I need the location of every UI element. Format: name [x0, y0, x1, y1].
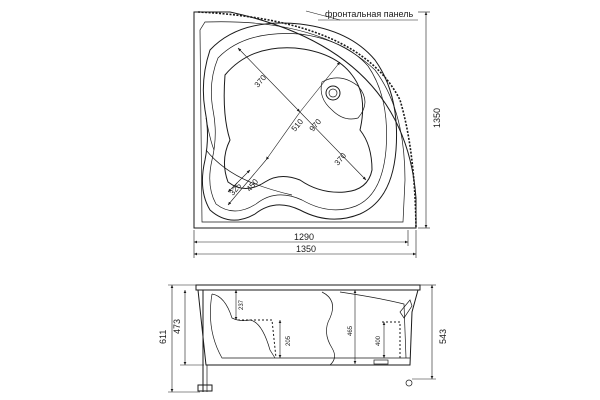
side-foot-left	[197, 384, 213, 392]
dim-line-370-upper	[237, 47, 301, 113]
side-foot-right	[405, 379, 413, 387]
side-overflow	[399, 299, 413, 319]
side-rim	[195, 284, 421, 291]
side-bowl-profile	[210, 293, 410, 359]
label-dim-465: 465	[348, 325, 354, 336]
label-dim-611: 611	[158, 330, 168, 344]
label-dim-543: 543	[438, 329, 448, 344]
dim-line-510	[265, 111, 301, 161]
drain-inner	[328, 88, 338, 98]
drain-pocket	[320, 77, 366, 120]
dim-line-325	[227, 169, 251, 193]
side-right-inner	[339, 291, 407, 359]
label-dim-height: 1350	[432, 108, 442, 128]
label-dim-450: 450	[245, 177, 261, 193]
label-dim-370-a: 370	[253, 73, 269, 89]
callout-pointer	[305, 10, 341, 21]
front-panel-dashed-edge	[197, 11, 417, 229]
drain-outer	[325, 85, 341, 101]
label-dim-237: 237	[239, 299, 245, 310]
side-body-outline	[197, 289, 419, 366]
dim-line-370-lower	[299, 111, 367, 181]
label-dim-370-b: 370	[333, 151, 349, 167]
side-seat-profile	[211, 293, 276, 359]
label-dim-970: 970	[308, 117, 324, 133]
bowl-outer-outline	[201, 22, 398, 221]
side-drain-dashed	[382, 321, 401, 360]
side-view: 611 473 237 205 465 400 543	[158, 284, 448, 393]
side-seat-dashed	[238, 319, 277, 359]
bowl-mid-outline	[209, 33, 387, 212]
callout-front-panel: фронтальная панель	[325, 9, 414, 19]
label-dim-1290: 1290	[294, 232, 314, 242]
dim-line-diag-long	[227, 159, 267, 206]
plan-outer-frame	[193, 11, 417, 229]
side-cutaway-wave	[321, 291, 335, 366]
label-dim-400: 400	[376, 335, 382, 346]
label-dim-205: 205	[286, 335, 292, 346]
plan-ledge-outline	[199, 21, 406, 223]
label-dim-510: 510	[290, 117, 306, 133]
side-drain-fitting	[373, 359, 389, 365]
label-dim-1350: 1350	[296, 244, 316, 254]
plan-view: 370 510 970 370 325 450 фронтальная пане…	[193, 9, 442, 258]
seat-shelf-outline-2	[205, 117, 215, 151]
label-dim-473: 473	[172, 319, 182, 334]
dim-line-970	[299, 61, 341, 113]
seat-shelf-outline	[205, 149, 293, 196]
